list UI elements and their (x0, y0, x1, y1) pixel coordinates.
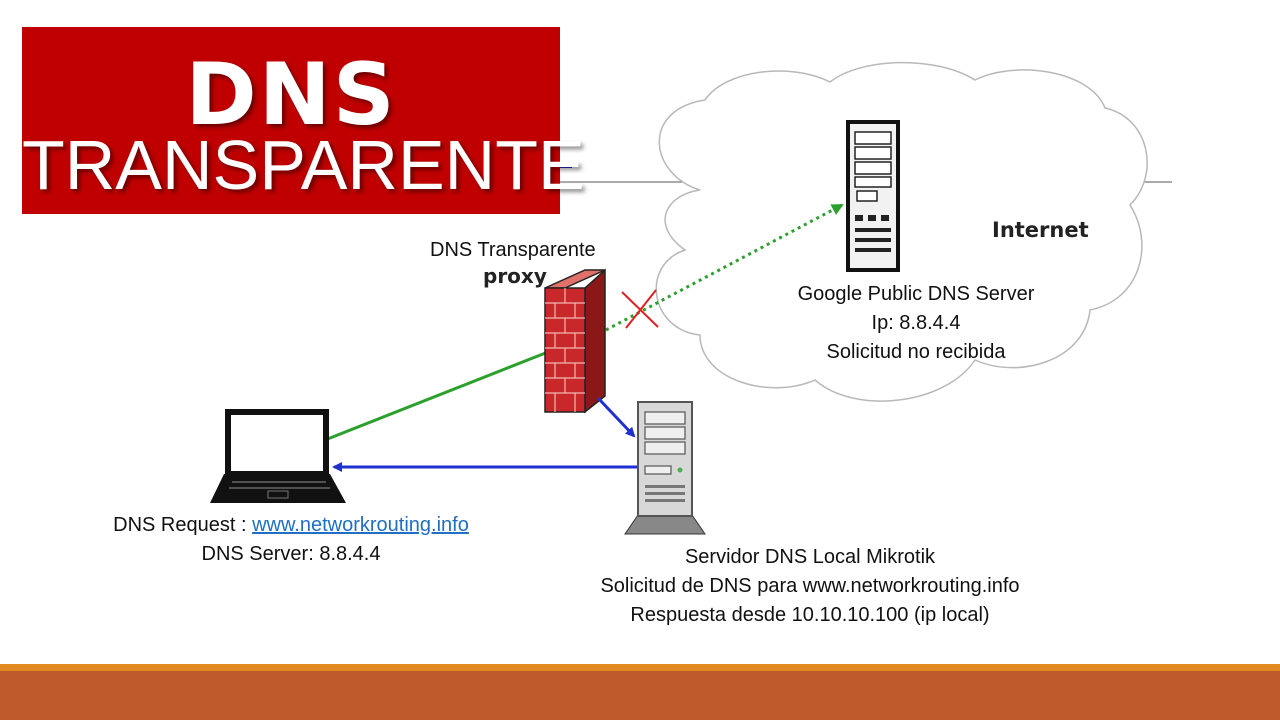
request-line (324, 350, 549, 442)
local-dns-name: Servidor DNS Local Mikrotik (684, 546, 936, 568)
title-banner: DNS TRANSPARENTE (22, 27, 585, 214)
server-icon (624, 401, 706, 535)
footer-accent-bar (0, 664, 1280, 671)
firewall-icon (544, 268, 606, 414)
local-dns-response: Respuesta desde 10.10.10.100 (ip local) (630, 604, 990, 626)
client-request-line: DNS Request : www.networkrouting.info (80, 511, 502, 540)
google-dns-label: Google Public DNS Server Ip: 8.8.4.4 Sol… (776, 280, 1056, 367)
proxy-sublabel: proxy (483, 264, 547, 288)
proxy-label: DNS Transparente (430, 239, 596, 261)
request-url-link[interactable]: www.networkrouting.info (252, 514, 469, 536)
local-dns-label: Servidor DNS Local Mikrotik Solicitud de… (560, 543, 1060, 630)
google-dns-status: Solicitud no recibida (826, 341, 1006, 363)
laptop-icon (210, 409, 346, 503)
title-main: DNS (185, 45, 397, 145)
local-dns-request: Solicitud de DNS para www.networkrouting… (600, 575, 1020, 597)
blocked-x-icon (621, 289, 659, 329)
client-dns-server: DNS Server: 8.8.4.4 (201, 543, 381, 565)
client-request-prefix: DNS Request : (113, 514, 253, 536)
server-icon (846, 120, 900, 272)
google-dns-name: Google Public DNS Server (797, 283, 1035, 305)
google-dns-ip: Ip: 8.8.4.4 (871, 312, 961, 334)
internet-label: Internet (992, 218, 1089, 242)
client-label: DNS Request : www.networkrouting.info DN… (80, 511, 502, 569)
cloud-icon (655, 61, 1148, 402)
redirect-arrow (596, 396, 636, 438)
footer-bar (0, 671, 1280, 720)
title-sub: TRANSPARENTE (22, 126, 585, 204)
forward-request-dotted (605, 203, 844, 332)
